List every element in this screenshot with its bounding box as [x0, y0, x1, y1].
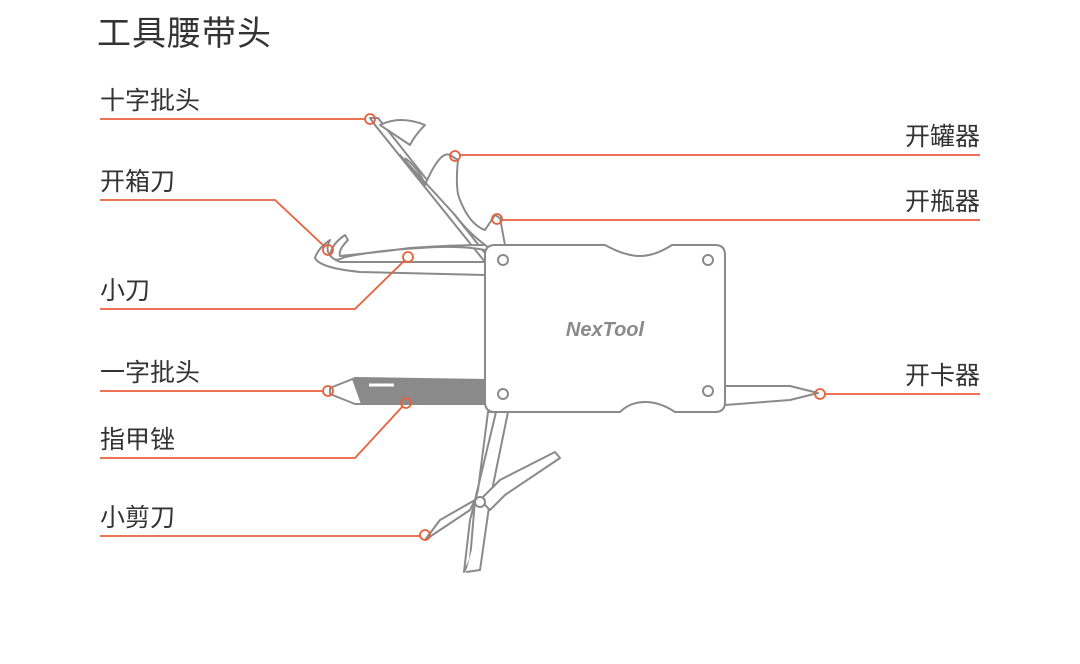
label-can-opener: 开罐器 [904, 122, 980, 151]
label-knife: 小刀 [100, 276, 151, 305]
callout-lines [100, 113, 980, 541]
label-scissors: 小剪刀 [100, 503, 176, 532]
upper-tools-drawing [369, 117, 506, 263]
knife-drawing [314, 234, 486, 276]
label-phillips: 十字批头 [100, 86, 201, 115]
card-body [484, 244, 726, 413]
page-title: 工具腰带头 [97, 14, 272, 54]
brand-logo: NexTool [566, 319, 645, 341]
label-bottle-opener: 开瓶器 [904, 187, 980, 216]
label-flathead: 一字批头 [100, 358, 201, 387]
scissors-drawing [424, 411, 561, 573]
sim-ejector-drawing [724, 385, 819, 406]
flathead-drawing [329, 377, 486, 405]
label-box-cutter: 开箱刀 [100, 167, 176, 196]
label-sim-ejector: 开卡器 [904, 361, 980, 390]
label-nail-file: 指甲锉 [100, 425, 176, 454]
